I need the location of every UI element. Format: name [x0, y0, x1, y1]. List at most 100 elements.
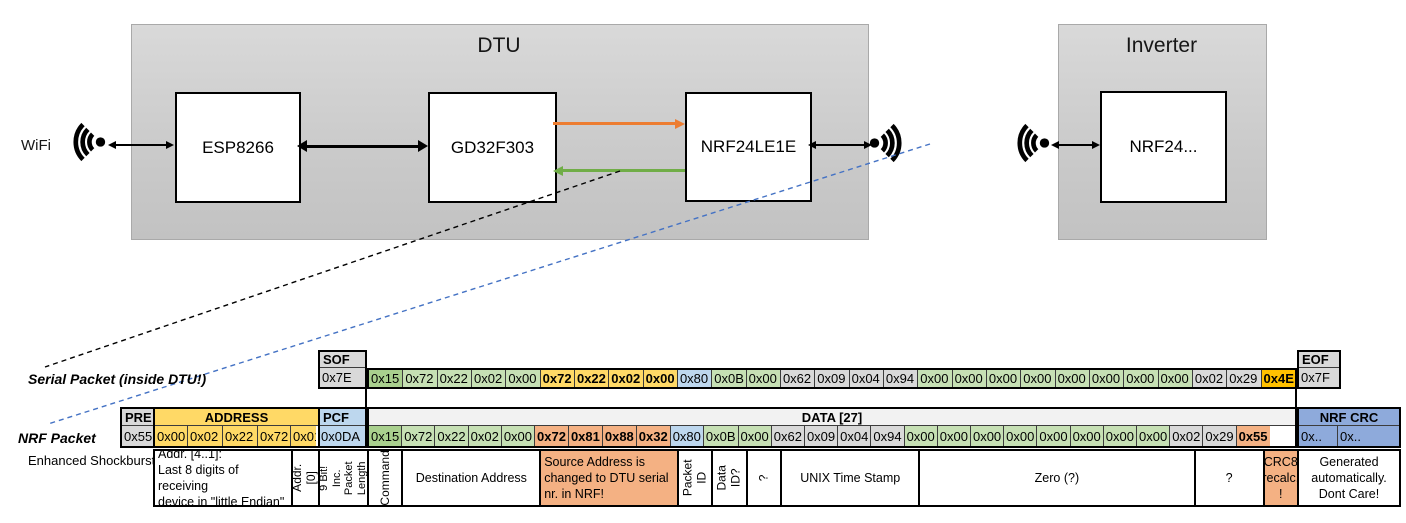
- arrow-shaft: [563, 169, 685, 172]
- arrow-shaft: [116, 144, 166, 146]
- arrow-shaft: [553, 122, 675, 125]
- arrowhead-right-icon: [1092, 141, 1100, 149]
- serial-byte-cell: 0x00: [506, 370, 541, 387]
- nrf24le1e-label: NRF24LE1E: [700, 137, 797, 156]
- wifi-signal-icon: [866, 122, 912, 164]
- data-header: DATA [27]: [369, 409, 1295, 426]
- serial-byte-cell: 0x0B: [712, 370, 747, 387]
- nrf-byte-cell: 0x72: [402, 426, 436, 446]
- pcf-desc-label: 9 Bit! Inc. Packet Length: [318, 461, 369, 495]
- nrf-byte-cell: 0x88: [602, 426, 637, 446]
- serial-byte-cell: 0x22: [437, 370, 472, 387]
- nrf-byte-cell: 0x00: [970, 426, 1005, 446]
- serial-byte-cell: 0x00: [1124, 370, 1159, 387]
- serial-byte-cell: 0x00: [1089, 370, 1125, 387]
- desc-crc8: CRC8 recalc. !: [1262, 449, 1299, 507]
- pre-header: PRE: [122, 409, 153, 426]
- arrowhead-right-icon: [418, 140, 428, 152]
- nrf-byte-cell: 0x00: [1070, 426, 1104, 446]
- sof-value: 0x7E: [320, 368, 365, 387]
- right-table-connector: [1295, 388, 1297, 408]
- arrow-shaft: [1059, 144, 1092, 146]
- q1-label: ?: [756, 474, 771, 482]
- nrf-byte-cell: 0x00: [738, 426, 772, 446]
- address-byte-cell: 0x02: [188, 426, 223, 446]
- nrf-byte-cell: 0x29: [1203, 426, 1237, 446]
- serial-byte-cell: 0x02: [1192, 370, 1228, 387]
- inverter-wifi-nrf-arrow: [1051, 140, 1100, 150]
- serial-byte-cell: 0x80: [677, 370, 713, 387]
- inverter-nrf24-box: NRF24...: [1100, 91, 1227, 203]
- nrf-crc-values-row: 0x..0x..: [1299, 426, 1399, 446]
- serial-byte-cell: 0x72: [403, 370, 438, 387]
- serial-byte-cell: 0x00: [643, 370, 678, 387]
- address-byte-cell: 0x01: [291, 426, 316, 446]
- arrowhead-left-icon: [553, 165, 563, 176]
- esp8266-box: ESP8266: [175, 92, 301, 203]
- serial-byte-cell: 0x4E: [1261, 370, 1295, 387]
- nrf-wifi-arrow: [808, 140, 872, 150]
- sof-group: SOF 0x7E: [318, 350, 367, 389]
- address-header: ADDRESS: [155, 409, 318, 426]
- serial-byte-cell: 0x00: [746, 370, 781, 387]
- gd32f303-box: GD32F303: [428, 92, 557, 203]
- esp-gd-arrow: [297, 140, 428, 152]
- esp8266-label: ESP8266: [202, 137, 274, 157]
- nrf-crc-byte-cell: 0x..: [1299, 426, 1338, 446]
- nrf-byte-cell: 0x04: [838, 426, 872, 446]
- nrf-packet-label: NRF Packet: [18, 430, 96, 446]
- serial-byte-cell: 0x00: [1158, 370, 1193, 387]
- nrf-crc-group: NRF CRC 0x..0x..: [1297, 407, 1401, 448]
- desc-addr0: Addr.[0]: [291, 449, 320, 507]
- serial-byte-cell: 0x02: [471, 370, 507, 387]
- sof-header: SOF: [320, 352, 365, 368]
- serial-byte-cell: 0x00: [952, 370, 987, 387]
- address-byte-cell: 0x22: [223, 426, 258, 446]
- nrf-byte-cell: 0x00: [1004, 426, 1038, 446]
- eof-header: EOF: [1299, 352, 1339, 368]
- command-label: Command: [377, 450, 392, 506]
- pcf-header: PCF: [320, 409, 365, 426]
- nrf-byte-cell: 0x81: [568, 426, 603, 446]
- pcf-value: 0x0DA: [320, 426, 365, 446]
- arrow-shaft: [307, 144, 418, 148]
- address-group: ADDRESS 0x000x020x220x720x01: [153, 407, 320, 448]
- eof-group: EOF 0x7F: [1297, 350, 1341, 389]
- nrf-byte-cell: 0x22: [435, 426, 469, 446]
- serial-byte-cell: 0x09: [815, 370, 850, 387]
- serial-packet-label: Serial Packet (inside DTU!): [28, 371, 207, 387]
- desc-packet-id: Packet ID: [677, 449, 714, 507]
- serial-byte-cell: 0x00: [918, 370, 953, 387]
- nrf-byte-cell: 0x0B: [703, 426, 739, 446]
- serial-byte-cell: 0x00: [1021, 370, 1056, 387]
- nrf-crc-byte-cell: 0x..: [1338, 426, 1399, 446]
- pcf-group: PCF 0x0DA: [318, 407, 367, 448]
- wifi-esp-arrow: [108, 140, 174, 150]
- serial-byte-cell: 0x29: [1227, 370, 1262, 387]
- wifi-label: WiFi: [21, 137, 51, 154]
- pre-value: 0x55: [122, 426, 153, 446]
- packet-id-label: Packet ID: [680, 459, 709, 497]
- desc-q2: ?: [1193, 449, 1265, 507]
- nrf-byte-cell: 0x00: [1136, 426, 1171, 446]
- nrf-byte-cell: 0x80: [670, 426, 704, 446]
- desc-pcf-desc: 9 Bit! Inc. Packet Length: [318, 449, 369, 507]
- serial-byte-cell: 0x22: [574, 370, 610, 387]
- desc-q1: ?: [745, 449, 783, 507]
- serial-byte-cell: 0x04: [849, 370, 884, 387]
- inverter-nrf24-label: NRF24...: [1129, 137, 1198, 156]
- desc-command: Command: [367, 449, 404, 507]
- serial-byte-cell: 0x94: [883, 370, 919, 387]
- gd-to-nrf-arrow-orange: [553, 118, 685, 129]
- desc-destination: Destination Address: [401, 449, 542, 507]
- serial-byte-cell: 0x00: [1055, 370, 1090, 387]
- address-byte-cell: 0x00: [155, 426, 188, 446]
- gd32f303-label: GD32F303: [450, 137, 535, 157]
- serial-byte-cell: 0x02: [609, 370, 644, 387]
- nrf-byte-cell: 0x00: [501, 426, 536, 446]
- arrowhead-left-icon: [1051, 141, 1059, 149]
- dtu-title: DTU: [477, 34, 521, 57]
- arrow-shaft: [816, 144, 864, 146]
